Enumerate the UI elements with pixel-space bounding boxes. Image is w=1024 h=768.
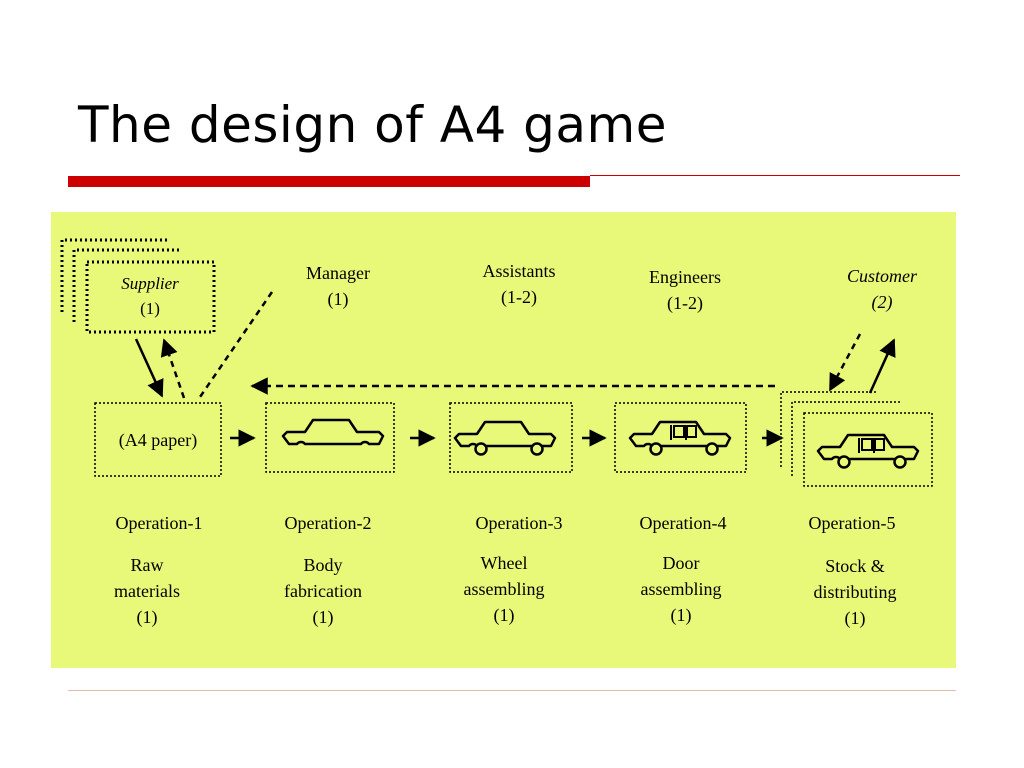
manager-label: Manager (1) xyxy=(306,260,370,312)
engineers-count: (1-2) xyxy=(667,293,703,313)
operation-3-desc-line1: Wheel xyxy=(480,553,528,573)
a4-paper-label: (A4 paper) xyxy=(118,430,198,450)
stock-to-customer-arrow xyxy=(868,338,896,394)
operation-4-desc: Door assembling (1) xyxy=(641,550,722,628)
manager-count: (1) xyxy=(327,289,349,309)
stock-stack xyxy=(780,391,933,487)
supplier-to-raw-arrow xyxy=(134,338,164,398)
operation-4-desc-line2: assembling xyxy=(640,579,722,599)
operation-4-title: Operation-4 xyxy=(639,513,727,533)
car-doors-icon xyxy=(628,420,732,456)
operation-5-desc-line1: Stock & xyxy=(825,556,885,576)
manager-order-line xyxy=(198,291,274,398)
slide-title: The design of A4 game xyxy=(78,96,667,154)
door-assembling-box xyxy=(614,402,747,473)
operation-3-desc-line2: assembling xyxy=(463,579,545,599)
engineers-name: Engineers xyxy=(649,267,721,287)
assistants-label: Assistants (1-2) xyxy=(482,258,555,310)
wheel-assembling-box xyxy=(449,402,573,473)
customer-order-arrow xyxy=(828,333,862,392)
car-wheels-icon xyxy=(453,420,557,456)
operation-5-title: Operation-5 xyxy=(808,513,896,533)
operation-4-count: (1) xyxy=(670,605,692,625)
operation-1-desc-line1: Raw xyxy=(130,555,164,575)
supplier-stack xyxy=(60,238,216,334)
footer-rule xyxy=(68,690,956,691)
a4-paper-box xyxy=(94,402,222,477)
supplier-name: Supplier xyxy=(121,274,179,293)
operation-5-desc: Stock & distributing (1) xyxy=(813,553,896,631)
assistants-name: Assistants xyxy=(482,261,556,281)
operation-4-desc-line1: Door xyxy=(662,553,700,573)
operation-3-count: (1) xyxy=(493,605,515,625)
raw-to-supplier-order-arrow xyxy=(160,338,186,399)
manager-name: Manager xyxy=(306,263,370,283)
operation-5-desc-line2: distributing xyxy=(813,582,897,602)
operation-1-count: (1) xyxy=(136,607,158,627)
operation-2-count: (1) xyxy=(312,607,334,627)
operation-1-title: Operation-1 xyxy=(115,513,203,533)
customer-count: (2) xyxy=(871,292,893,312)
operation-2-desc: Body fabrication (1) xyxy=(284,552,362,630)
operation-2-desc-line2: fabrication xyxy=(284,581,362,601)
customer-name: Customer xyxy=(846,266,918,286)
title-underline-bar xyxy=(68,176,590,187)
operation-2-desc-line1: Body xyxy=(303,555,343,575)
car-finished-icon xyxy=(816,433,920,469)
customer-label: Customer (2) xyxy=(847,263,917,315)
supplier-label: Supplier (1) xyxy=(121,271,179,321)
operation-1-desc-line2: materials xyxy=(114,581,180,601)
assistants-count: (1-2) xyxy=(501,287,537,307)
supplier-count: (1) xyxy=(140,299,160,318)
car-body-icon xyxy=(281,418,385,446)
operation-2-title: Operation-2 xyxy=(284,513,372,533)
title-underline-rule xyxy=(590,175,960,176)
body-fabrication-box xyxy=(265,402,395,473)
operation-3-desc: Wheel assembling (1) xyxy=(464,550,545,628)
operation-5-count: (1) xyxy=(844,608,866,628)
operation-3-title: Operation-3 xyxy=(475,513,563,533)
operation-1-desc: Raw materials (1) xyxy=(114,552,180,630)
engineers-label: Engineers (1-2) xyxy=(649,264,721,316)
